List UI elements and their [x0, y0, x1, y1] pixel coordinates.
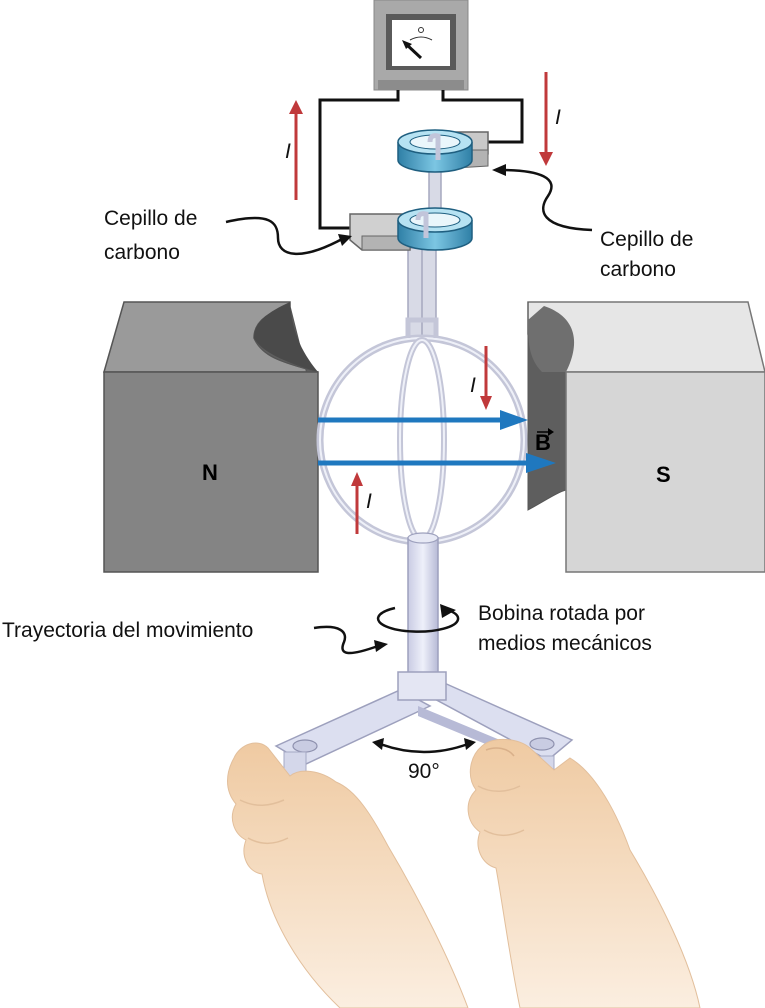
- current-label-coil-top: I: [470, 374, 476, 397]
- brush-left-callout-arrowhead: [338, 234, 352, 246]
- current-label-coil-bottom: I: [366, 490, 372, 513]
- slip-ring-lower: [397, 207, 473, 251]
- coil-leads: [407, 163, 442, 339]
- coil-rotated-label-line2: medios mecánicos: [478, 632, 652, 655]
- brush-right-callout: [499, 168, 593, 232]
- brush-right-label-line1: Cepillo de: [600, 228, 693, 251]
- path-of-motion-label: Trayectoria del movimiento: [2, 619, 253, 642]
- current-label-left: I: [285, 140, 291, 163]
- magnet-south-front: [565, 371, 765, 573]
- slip-ring-upper: [397, 129, 473, 173]
- field-b-label: B: [535, 428, 554, 455]
- coil-rotated-label-line1: Bobina rotada por: [478, 602, 645, 625]
- svg-text:B: B: [535, 430, 551, 455]
- hands-icon: [227, 739, 701, 1008]
- brush-right-callout-arrowhead: [492, 164, 506, 176]
- magnetic-field-arrow-lower: [318, 453, 556, 473]
- brush-right-label-line2: carbono: [600, 258, 676, 281]
- current-arrow-down-right: [539, 72, 553, 166]
- brush-left-callout: [225, 216, 345, 255]
- magnetic-field-arrow-upper: [318, 410, 528, 430]
- magnet-north: [103, 301, 319, 573]
- angle-arc-arrow: [372, 738, 476, 754]
- brush-left-label-line1: Cepillo de: [104, 207, 197, 230]
- circuit-wires: [318, 90, 524, 230]
- galvanometer-icon: [402, 27, 433, 60]
- rotating-coil: [316, 317, 528, 546]
- rotation-shaft: [407, 532, 439, 679]
- north-pole-label: N: [202, 460, 218, 485]
- current-arrow-up-left: [289, 100, 303, 200]
- galvanometer: [373, 0, 469, 91]
- angle-label: 90°: [408, 760, 440, 783]
- path-of-motion-callout: [313, 625, 379, 655]
- south-pole-label: S: [656, 462, 671, 487]
- path-of-motion-callout-arrowhead: [374, 640, 388, 652]
- brush-left-label-line2: carbono: [104, 241, 180, 264]
- current-arrow-coil-down: [480, 346, 492, 410]
- rotation-path-arrow: [376, 604, 460, 633]
- current-label-right: I: [555, 106, 561, 129]
- current-arrow-coil-up: [351, 472, 363, 534]
